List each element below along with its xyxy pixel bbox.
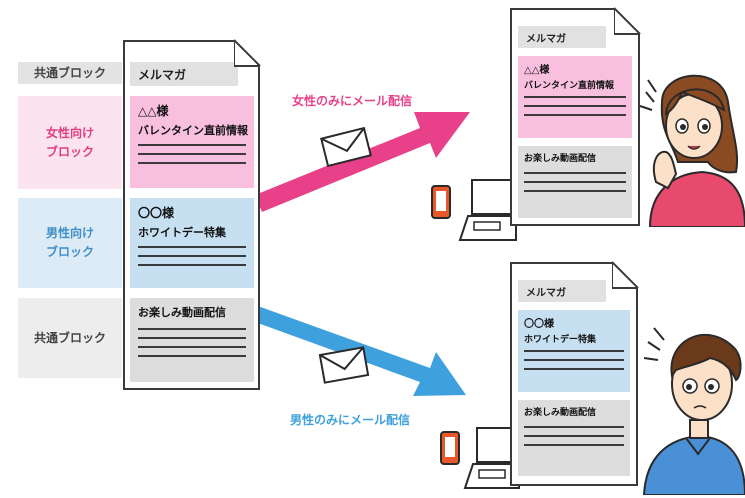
female-doc-personal-block: △△様 バレンタイン直前情報 — [518, 56, 632, 138]
female-delivery-label: 女性のみにメール配信 — [292, 94, 413, 108]
common-subject: お楽しみ動画配信 — [138, 306, 226, 319]
female-doc-common-block: お楽しみ動画配信 — [518, 146, 632, 218]
female-doc-header: メルマガ — [518, 26, 606, 48]
male-doc-fold-icon — [612, 261, 639, 289]
male-doc-common-block: お楽しみ動画配信 — [518, 400, 630, 476]
devices-icon-top — [431, 179, 517, 241]
female-block-label: 女性向けブロック — [18, 96, 122, 189]
main-newsletter-doc: メルマガ △△様 バレンタイン直前情報 〇〇様 ホワイトデー特集 お楽しみ動画配… — [123, 40, 260, 390]
male-block-label: 男性向けブロック — [18, 198, 122, 288]
male-doc-common: お楽しみ動画配信 — [524, 408, 597, 418]
female-received-doc: メルマガ △△様 バレンタイン直前情報 お楽しみ動画配信 — [510, 8, 640, 226]
common-block-label-top: 共通ブロック — [18, 62, 122, 84]
envelope-icon — [318, 346, 370, 384]
female-subject: バレンタイン直前情報 — [138, 124, 248, 137]
male-received-doc: メルマガ 〇〇様 ホワイトデー特集 お楽しみ動画配信 — [510, 262, 638, 486]
main-doc-male-block: 〇〇様 ホワイトデー特集 — [130, 198, 254, 288]
female-name: △△様 — [138, 104, 169, 118]
main-doc-female-block: △△様 バレンタイン直前情報 — [130, 96, 254, 188]
common-block-label-bottom: 共通ブロック — [18, 298, 122, 378]
laptop-icon — [471, 179, 513, 215]
main-doc-fold-icon — [234, 39, 261, 67]
male-doc-subject: ホワイトデー特集 — [524, 335, 597, 345]
male-delivery-label: 男性のみにメール配信 — [290, 413, 411, 427]
main-doc-common-block: お楽しみ動画配信 — [130, 298, 254, 382]
woman-icon — [639, 74, 745, 227]
man-icon — [642, 327, 745, 495]
female-doc-subject: バレンタイン直前情報 — [524, 81, 615, 91]
male-doc-name: 〇〇様 — [524, 319, 554, 330]
female-doc-fold-icon — [614, 7, 641, 35]
devices-icon-bottom — [440, 427, 520, 489]
male-name: 〇〇様 — [138, 206, 175, 220]
female-arrow — [255, 112, 470, 212]
envelope-icon — [320, 127, 372, 167]
female-doc-common: お楽しみ動画配信 — [524, 154, 597, 164]
male-doc-personal-block: 〇〇様 ホワイトデー特集 — [518, 310, 630, 392]
female-doc-name: △△様 — [524, 65, 550, 76]
main-doc-header: メルマガ — [130, 62, 238, 86]
male-doc-header: メルマガ — [518, 280, 606, 302]
male-subject: ホワイトデー特集 — [138, 226, 226, 239]
laptop-icon — [476, 427, 516, 463]
